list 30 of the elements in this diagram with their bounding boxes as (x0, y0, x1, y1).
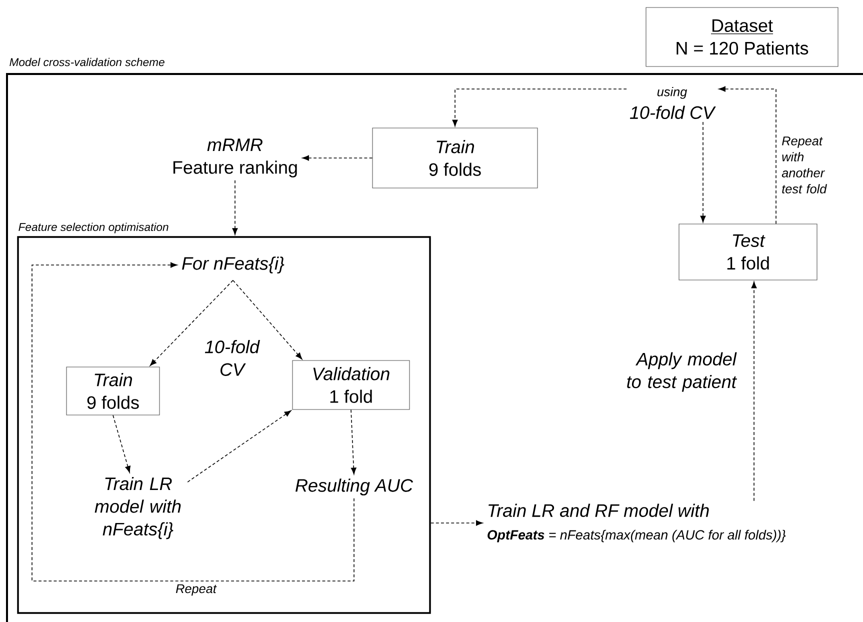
arrow (232, 180, 238, 235)
process-box: Test 1 fold (678, 224, 818, 280)
process-box: Validation 1 fold (292, 360, 410, 410)
process-box: Dataset N = 120 Patients (646, 7, 838, 67)
edge-label: Repeat (174, 583, 218, 598)
step-text: mRMR Feature ranking (173, 138, 297, 178)
step-text: For nFeats{i} (182, 256, 284, 274)
loop-label: 10-fold CV (204, 340, 260, 376)
arrow (112, 414, 130, 473)
arrow (718, 86, 776, 224)
arrow (187, 410, 292, 482)
arrow (700, 122, 706, 222)
arrow (452, 88, 627, 126)
arrow (430, 520, 483, 526)
edge-label: Repeat with another test fold (780, 135, 844, 195)
arrow (751, 282, 757, 502)
step-text: Train LR model with nFeats{i} (94, 476, 181, 540)
step-text: using 10-fold CV (630, 87, 716, 120)
process-box: Train 9 folds (372, 128, 538, 188)
step-text: Resulting AUC (296, 478, 414, 496)
arrow (150, 280, 234, 366)
arrow (302, 155, 373, 161)
arrow (32, 262, 354, 582)
process-box: Train 9 folds (66, 366, 160, 416)
arrow (350, 409, 356, 474)
node-label: Model cross-validation scheme (10, 58, 164, 66)
edge-label: Apply model to test patient (623, 350, 738, 394)
step-text: Train LR and RF model with OptFeats = nFeats{max(mean (AUC for all folds))} (488, 504, 786, 542)
node-label: Feature selection optimisation (18, 222, 168, 234)
arrow (232, 280, 302, 360)
